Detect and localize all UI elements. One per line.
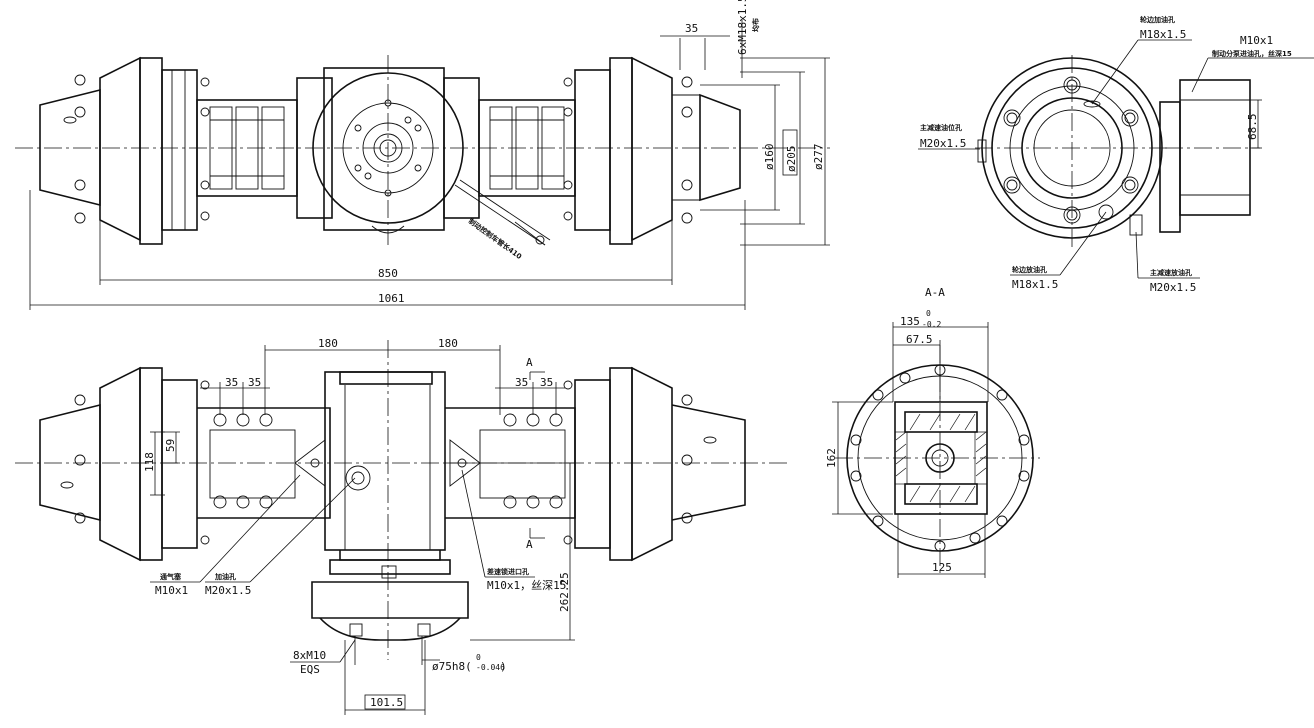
shaft-close: ): [500, 660, 507, 673]
wheel-fill-title: 轮边加油孔: [1140, 15, 1175, 24]
section-67-5: 67.5: [906, 333, 933, 346]
dim-101-5: 101.5: [370, 696, 403, 709]
side-view: 轮边加油孔 M18x1.5 M10x1 制动分泵进油孔，丝深15 68.5 主减…: [918, 15, 1314, 294]
dim-180-left: 180: [318, 337, 338, 350]
vent-thread: M10x1: [155, 584, 188, 597]
dim-35-a: 35: [225, 376, 238, 389]
bolt-pattern-eqs: EQS: [300, 663, 320, 676]
dim-dia-160: ø160: [763, 144, 776, 171]
fill-thread: M20x1.5: [205, 584, 251, 597]
dim-35-b: 35: [248, 376, 261, 389]
dim-thread-note: 均布: [751, 18, 760, 32]
main-drain-title: 主减速放油孔: [1150, 268, 1192, 277]
wheel-drain-thread: M18x1.5: [1012, 278, 1058, 291]
shaft-dia: ø75h8(: [432, 660, 472, 673]
section-a-a: A-A 135: [825, 286, 1040, 578]
diff-lock-thread: M10x1，丝深15: [487, 579, 566, 592]
shaft-tol-top: 0: [476, 653, 481, 662]
dim-35-d: 35: [540, 376, 553, 389]
section-mark-a-bot: A: [526, 538, 533, 551]
brake-in-thread: M10x1: [1240, 34, 1273, 47]
main-oil-level-title: 主减速油位孔: [920, 123, 962, 132]
main-drain-thread: M20x1.5: [1150, 281, 1196, 294]
section-135: 135: [900, 315, 920, 328]
dim-118: 118: [143, 452, 156, 472]
dim-dia-277: ø277: [812, 144, 825, 171]
section-mark-a-top: A: [526, 356, 533, 369]
dim-850: 850: [378, 267, 398, 280]
brake-hose-note: 制动控制车管长410: [467, 216, 524, 261]
dim-dia-205: ø205: [785, 146, 798, 173]
bottom-view: 180 180 35 35 35 35 A A 59 118 262.25 8x…: [15, 337, 790, 715]
shaft-tol-bot: -0.046: [476, 663, 505, 672]
dim-thread-top: 6xM18x1.5: [736, 0, 749, 55]
dim-180-right: 180: [438, 337, 458, 350]
main-oil-level-thread: M20x1.5: [920, 137, 966, 150]
section-125: 125: [932, 561, 952, 574]
section-135-tol-top: 0: [926, 309, 931, 318]
brake-in-note: 制动分泵进油孔，丝深15: [1212, 49, 1292, 58]
fill-title: 加油孔: [214, 572, 236, 581]
dim-1061: 1061: [378, 292, 405, 305]
wheel-fill-thread: M18x1.5: [1140, 28, 1186, 41]
vent-title: 通气塞: [160, 572, 182, 581]
top-view: 35 6xM18x1.5 均布 ø160 ø205 ø277 850 1061 …: [15, 0, 830, 310]
bolt-pattern: 8xM10: [293, 649, 326, 662]
dim-262-25: 262.25: [558, 572, 571, 612]
section-135-tol-bot: -0.2: [922, 320, 941, 329]
dim-35-top: 35: [685, 22, 698, 35]
dim-59: 59: [164, 439, 177, 452]
dim-35-c: 35: [515, 376, 528, 389]
diff-lock-title: 差速锁进口孔: [487, 567, 529, 576]
section-title: A-A: [925, 286, 945, 299]
dim-68-5: 68.5: [1246, 114, 1259, 141]
wheel-drain-title: 轮边放油孔: [1012, 265, 1047, 274]
section-162: 162: [825, 448, 838, 468]
